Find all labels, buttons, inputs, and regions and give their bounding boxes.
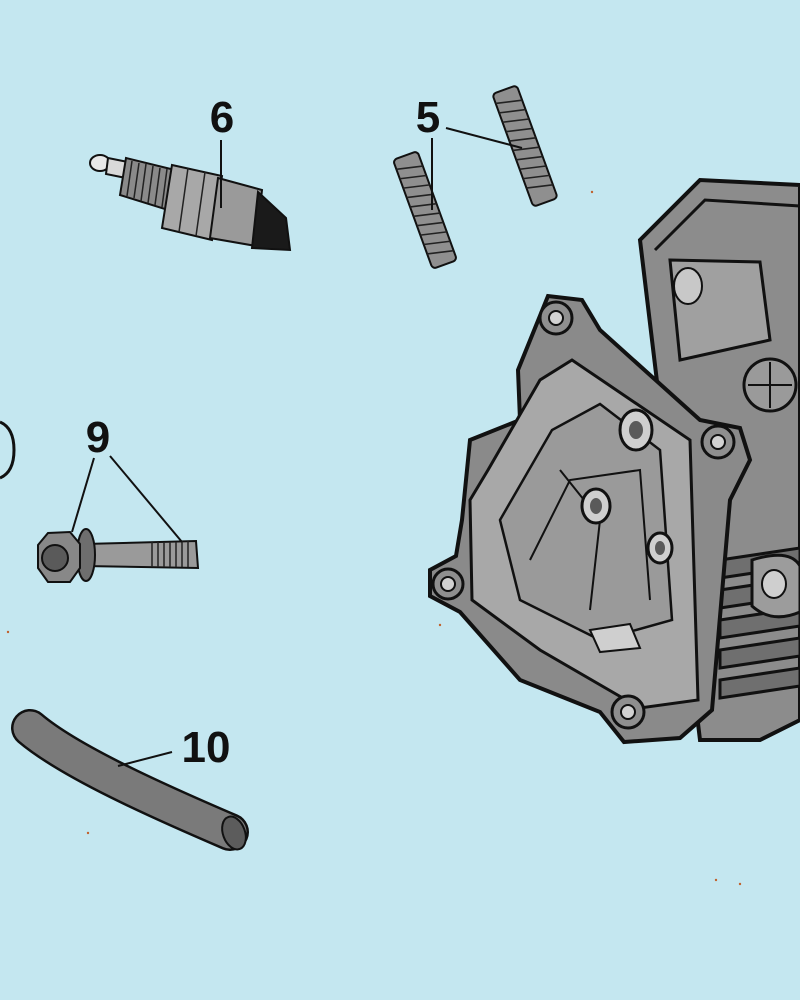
callout-5-leader-right — [445, 127, 523, 149]
callout-9-leader-left — [71, 457, 95, 533]
breather-tube-icon — [11, 709, 249, 851]
callout-9-leader-right — [109, 455, 183, 543]
callout-10-leader — [117, 751, 173, 767]
washer-edge-icon — [0, 420, 16, 480]
callout-6: 6 — [210, 93, 234, 208]
callout-5-label: 5 — [416, 93, 440, 142]
stud-bolt-icon — [492, 85, 558, 207]
callout-9-label: 9 — [86, 413, 110, 462]
stud-bolt-icon — [393, 151, 457, 269]
cylinder-head-icon — [428, 177, 800, 745]
print-specks — [6, 190, 742, 886]
callout-10: 10 — [117, 723, 231, 772]
flange-bolt-icon — [37, 528, 200, 583]
callout-10-label: 10 — [182, 723, 231, 772]
callout-6-label: 6 — [210, 93, 234, 142]
spark-plug-icon — [89, 154, 292, 252]
callout-5: 5 — [416, 93, 523, 210]
callout-9: 9 — [71, 413, 183, 543]
